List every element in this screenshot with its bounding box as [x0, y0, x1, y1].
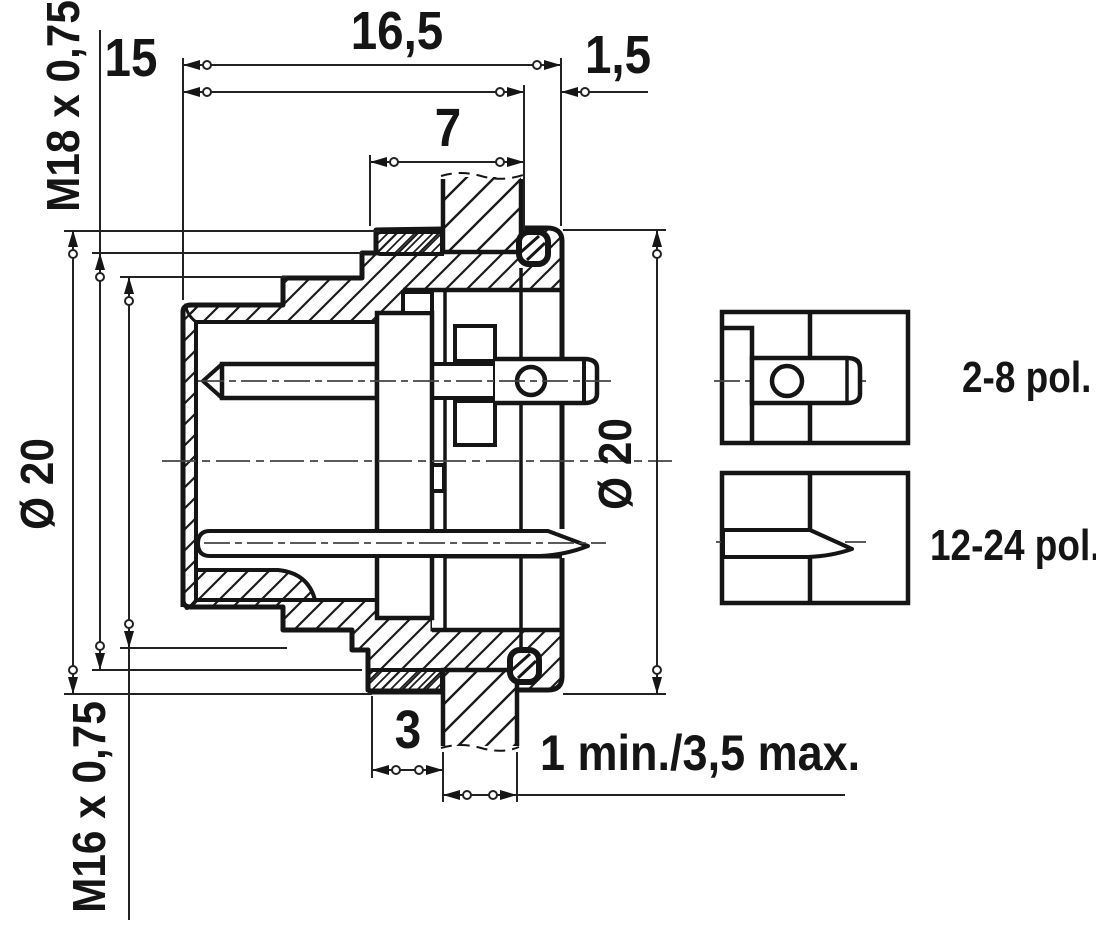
- mounting-panel-lower: [440, 667, 520, 752]
- seal-ring-upper: [516, 229, 551, 267]
- dim-rear-clearance: 3: [394, 700, 422, 760]
- detail-solder-hole: [769, 363, 805, 399]
- detail-view-12-24-pol: [716, 470, 911, 606]
- dim-total-length: 16,5: [350, 1, 444, 61]
- seal-ring-lower: [507, 647, 542, 685]
- variant-label-2-8-pol: 2-8 pol.: [962, 353, 1092, 402]
- dim-diameter-right: Ø 20: [589, 418, 641, 510]
- centerlines: [162, 380, 672, 544]
- dim-diameter-left: Ø 20: [11, 438, 63, 530]
- dimension-lines: [64, 30, 845, 920]
- dim-flange-thickness: 1,5: [584, 25, 652, 85]
- dim-thread-length: 7: [434, 98, 462, 158]
- dim-thread-bottom-left: M16 x 0,75: [63, 701, 115, 913]
- variant-label-12-24-pol: 12-24 pol.: [930, 521, 1096, 570]
- insulator-block: [374, 290, 446, 621]
- detail-view-2-8-pol: [714, 309, 911, 446]
- dim-front-length: 15: [104, 28, 158, 88]
- dim-thread-top-left: M18 x 0,75: [37, 0, 89, 212]
- mounting-panel-upper: [440, 172, 524, 255]
- dimension-arrows: [68, 60, 662, 800]
- dim-panel-thickness: 1 min./3,5 max.: [540, 725, 861, 781]
- dimension-arrow-tails: [68, 60, 662, 800]
- connector-body-section: [183, 226, 564, 692]
